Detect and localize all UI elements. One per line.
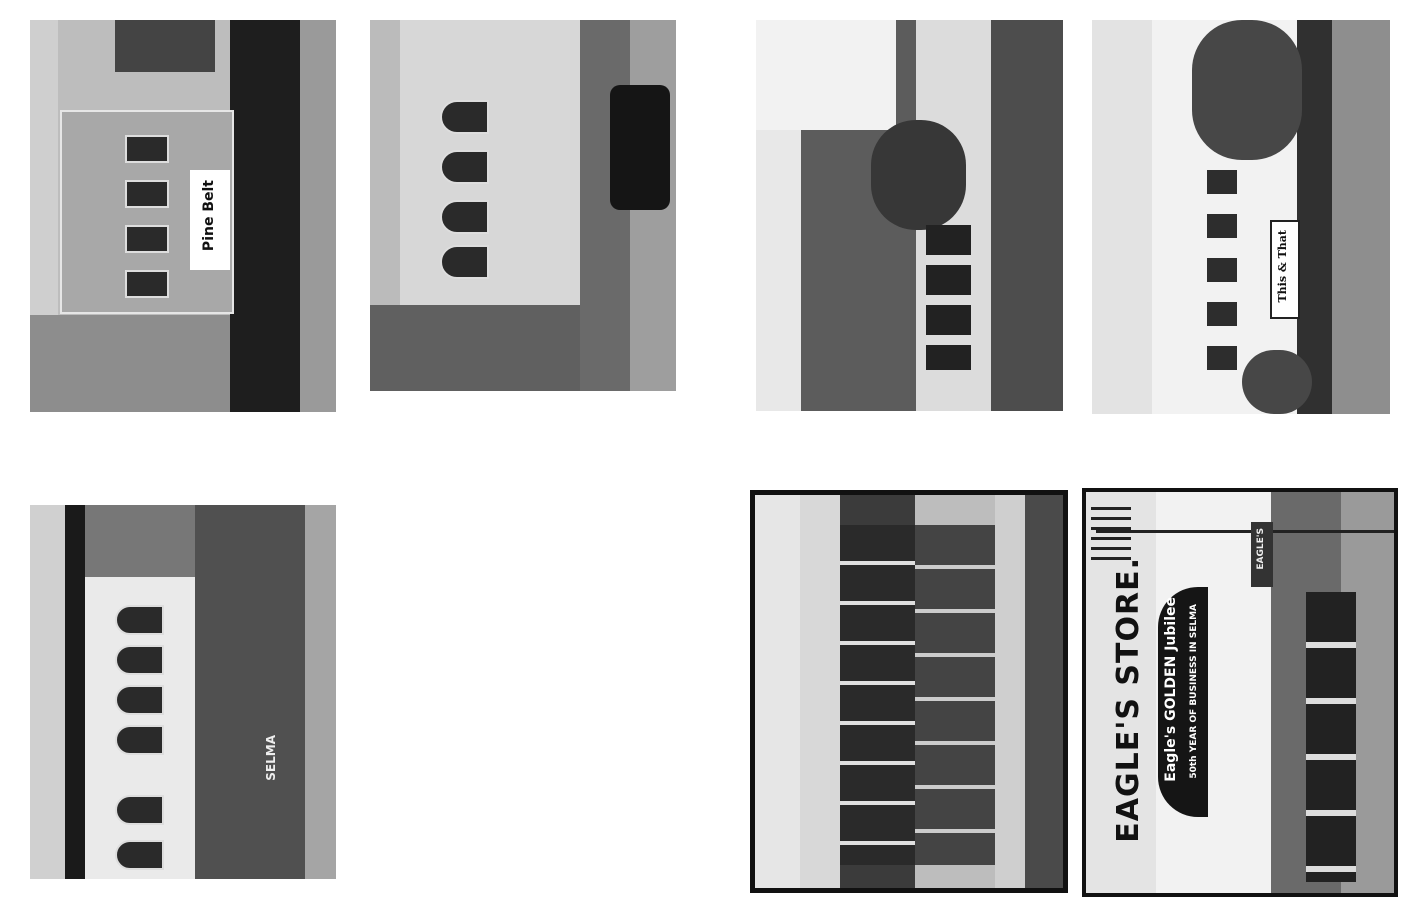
- photo-brick-building-with-tree: [756, 20, 1063, 411]
- sign-golden-jubilee: Eagle's GOLDEN Jubilee: [1163, 597, 1179, 782]
- sign-eagles-pole: EAGLE'S: [1256, 528, 1266, 570]
- photo-iron-balcony-building: [750, 490, 1068, 893]
- sign-this-and-that: This & That: [1276, 230, 1289, 303]
- photo-eagles-store: EAGLE'S EAGLE'S STORE. Eagle's GOLDEN Ju…: [1082, 488, 1398, 897]
- photo-this-and-that-store: This & That: [1092, 20, 1390, 414]
- sign-50th-year: 50th YEAR OF BUSINESS IN SELMA: [1189, 604, 1199, 779]
- sign-eagles-store: EAGLE'S STORE.: [1111, 557, 1146, 843]
- sign-pine-belt: Pine Belt: [201, 180, 217, 252]
- photo-pine-belt-storefront: Pine Belt: [30, 20, 336, 412]
- photo-arched-building-shops: SELMA: [30, 505, 336, 879]
- photo-arched-building-with-car: [370, 20, 676, 391]
- sign-selma: SELMA: [264, 735, 278, 781]
